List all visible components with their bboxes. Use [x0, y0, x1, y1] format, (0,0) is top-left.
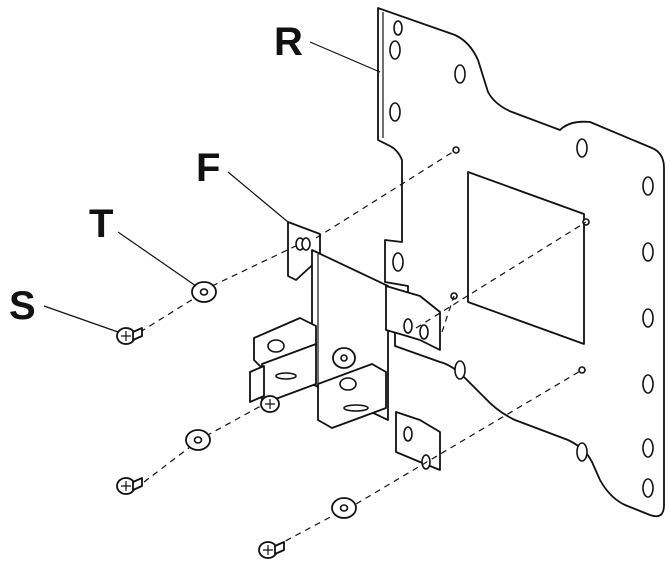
screw-icon	[116, 477, 143, 495]
screw-icon	[260, 395, 280, 413]
mounting-bracket	[249, 221, 441, 471]
screws	[116, 327, 285, 559]
screw-icon	[116, 327, 143, 345]
callout-label-r: R	[274, 20, 303, 64]
washer-icon	[185, 429, 211, 451]
alignment-lines	[139, 149, 587, 547]
callout-label-s: S	[9, 284, 36, 328]
washers	[185, 281, 357, 519]
callout-label-t: T	[89, 202, 114, 246]
washer-icon	[191, 281, 217, 303]
screw-icon	[258, 541, 285, 559]
washer-icon	[331, 497, 357, 519]
callout-label-f: F	[196, 146, 221, 190]
